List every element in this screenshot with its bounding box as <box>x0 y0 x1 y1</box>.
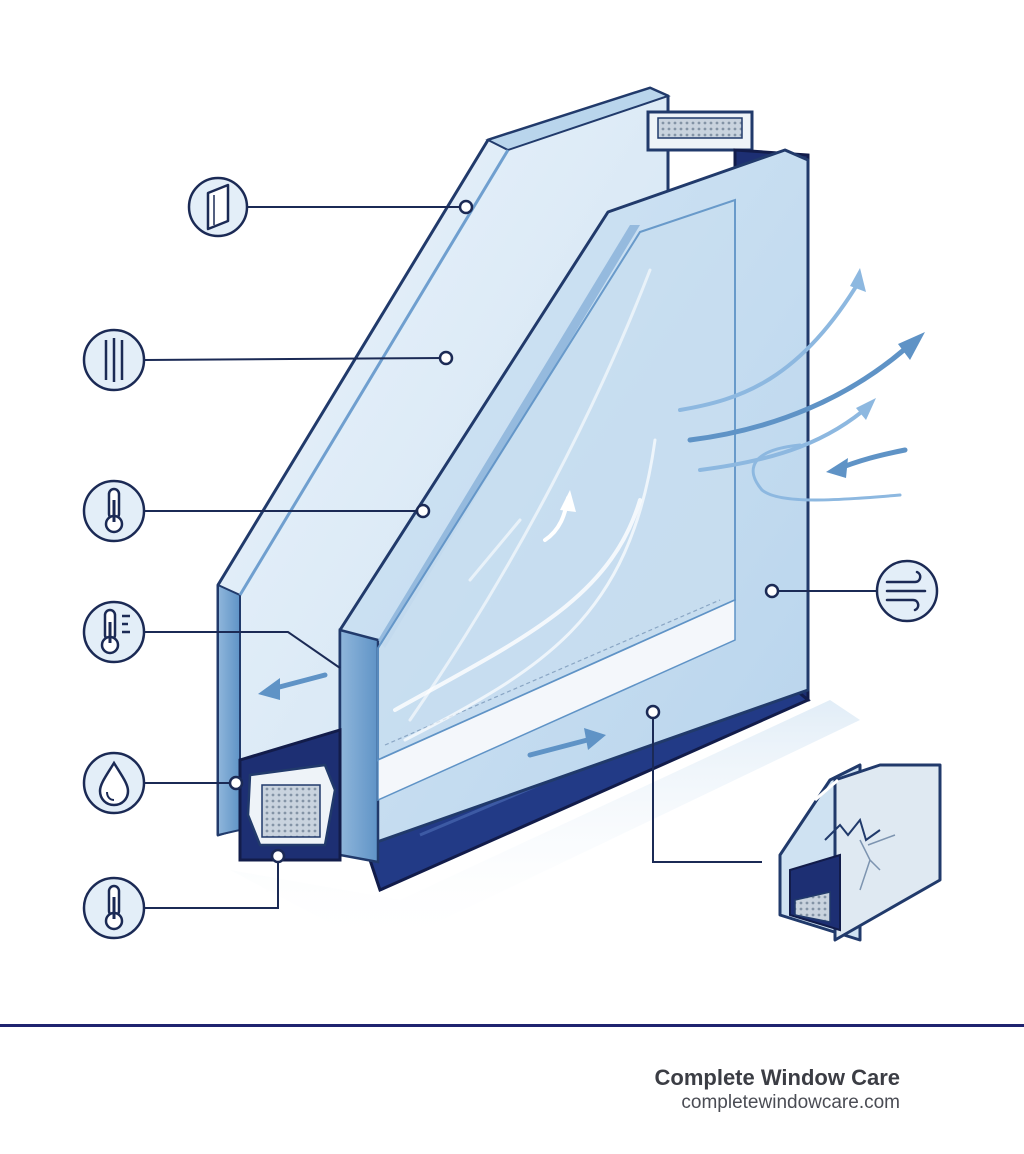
wind-icon <box>885 570 927 612</box>
glass-pane-icon <box>206 183 230 231</box>
floor-shadow <box>230 700 860 950</box>
callout-wind <box>875 559 939 623</box>
inner-glass-pane <box>338 148 810 864</box>
brand-name: Complete Window Care <box>654 1065 901 1090</box>
leader-lines <box>144 206 877 909</box>
callout-double-pane <box>82 328 146 392</box>
bottom-spacer-bar <box>238 727 342 862</box>
brand-url: completewindowcare.com <box>681 1092 900 1113</box>
double-pane-icon <box>104 338 124 382</box>
callout-thermometer-3 <box>82 876 146 940</box>
double-glazed-window-cross-section-diagram <box>82 86 942 950</box>
callout-water-drop <box>82 751 146 815</box>
callout-thermometer-2 <box>82 600 146 664</box>
thermometer-icon <box>104 884 124 931</box>
thermometer-scale-icon <box>100 608 130 655</box>
inset-broken-seal <box>778 763 942 942</box>
water-drop-icon <box>98 760 130 807</box>
airflow-arrows <box>258 268 925 758</box>
callout-glass-pane <box>187 176 249 238</box>
leader-dots <box>228 199 780 864</box>
broken-seal-glass-icon <box>778 763 942 942</box>
callout-thermometer-1 <box>82 479 146 543</box>
footer-brand: Complete Window Care completewindowcare.… <box>655 1064 901 1114</box>
reflection-streaks <box>393 268 657 742</box>
top-spacer-bar <box>646 110 754 152</box>
footer-divider <box>0 1024 1024 1027</box>
thermometer-icon <box>104 487 124 534</box>
